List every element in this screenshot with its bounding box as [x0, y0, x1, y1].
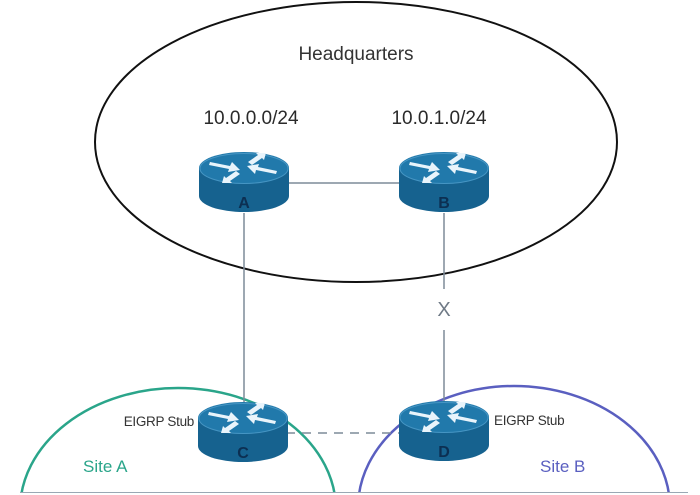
router-a[interactable]: A — [198, 151, 290, 213]
link-failure-marker: X — [437, 299, 450, 321]
site-a-label: Site A — [83, 457, 128, 476]
router-b[interactable]: B — [398, 151, 490, 213]
headquarters-boundary — [94, 1, 618, 283]
router-d-stub-label: EIGRP Stub — [494, 413, 564, 428]
router-d-label: D — [438, 444, 450, 461]
subnet-a: 10.0.0.0/24 — [203, 108, 299, 129]
router-a-label: A — [238, 195, 250, 212]
headquarters-title: Headquarters — [298, 44, 413, 65]
site-b-label: Site B — [540, 457, 585, 476]
bottom-divider — [20, 492, 688, 495]
router-b-label: B — [438, 195, 450, 212]
router-c-label: C — [237, 445, 249, 462]
site-a-boundary — [19, 386, 337, 495]
subnet-b: 10.0.1.0/24 — [391, 108, 487, 129]
site-b-boundary — [357, 384, 671, 495]
router-c-stub-label: EIGRP Stub — [124, 414, 194, 429]
router-d[interactable]: D — [398, 400, 490, 462]
router-c[interactable]: C — [197, 401, 289, 463]
